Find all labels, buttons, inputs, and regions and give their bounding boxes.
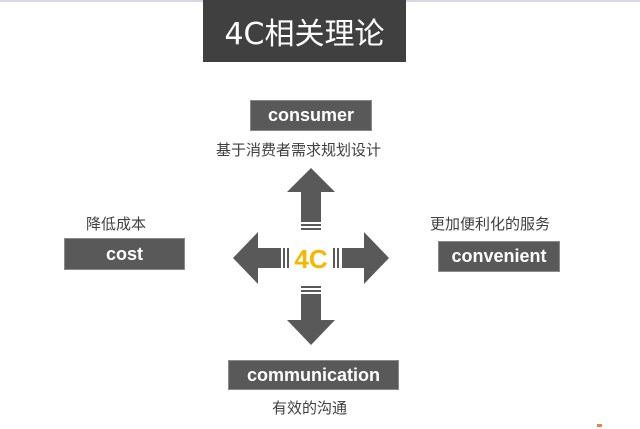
- corner-mark: [597, 424, 602, 427]
- arrow-right-icon: [342, 232, 389, 284]
- consumer-caption: 基于消费者需求规划设计: [216, 141, 382, 159]
- page-title: 4C相关理论: [203, 0, 406, 62]
- communication-caption: 有效的沟通: [272, 399, 348, 417]
- center-label: 4C: [294, 244, 327, 274]
- consumer-box: consumer: [250, 100, 372, 131]
- convenient-caption: 更加便利化的服务: [430, 215, 551, 233]
- cost-box: cost: [64, 238, 185, 270]
- communication-box: communication: [228, 360, 399, 390]
- arrow-down-icon: [287, 294, 335, 345]
- cost-caption: 降低成本: [86, 215, 147, 233]
- convenient-box: convenient: [438, 241, 560, 272]
- arrow-up-icon: [287, 168, 335, 222]
- arrow-left-icon: [233, 232, 281, 284]
